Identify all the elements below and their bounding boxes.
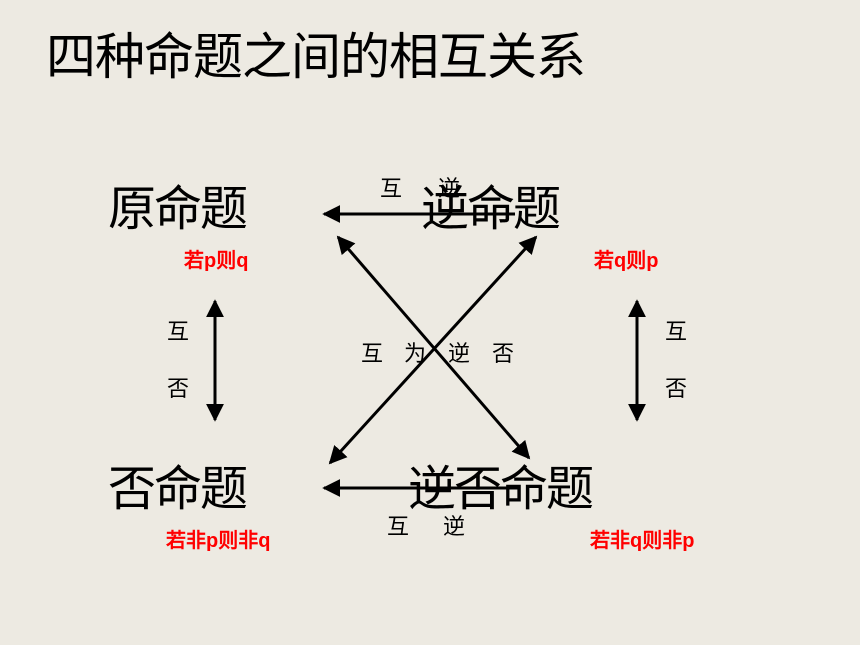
bottom-relation-label-1: 互 <box>387 515 410 540</box>
diagonal-contrapositive-arrow-2 <box>328 235 538 465</box>
converse-condition: 若q则p <box>594 250 659 272</box>
top-relation-label-1: 互 <box>380 177 403 202</box>
center-relation-label-3: 逆 <box>448 342 471 367</box>
converse-proposition: 逆命题 <box>421 181 561 237</box>
contrapositive-condition: 若非q则非p <box>590 530 695 552</box>
bottom-relation-label-2: 逆 <box>443 515 466 540</box>
left-relation-label-1: 互 <box>167 320 190 345</box>
top-relation-label-2: 逆 <box>438 177 461 202</box>
left-relation-label-2: 否 <box>167 377 190 402</box>
right-relation-label-1: 互 <box>665 320 688 345</box>
original-proposition: 原命题 <box>108 181 248 237</box>
contrapositive-proposition: 逆否命题 <box>408 461 594 517</box>
center-relation-label-1: 互 <box>361 342 384 367</box>
inverse-proposition: 否命题 <box>108 461 248 517</box>
center-relation-label-4: 否 <box>492 342 515 367</box>
inverse-condition: 若非p则非q <box>166 530 271 552</box>
center-relation-label-2: 为 <box>404 342 427 367</box>
original-condition: 若p则q <box>184 250 249 272</box>
right-relation-label-2: 否 <box>665 377 688 402</box>
page-title: 四种命题之间的相互关系 <box>46 28 586 86</box>
